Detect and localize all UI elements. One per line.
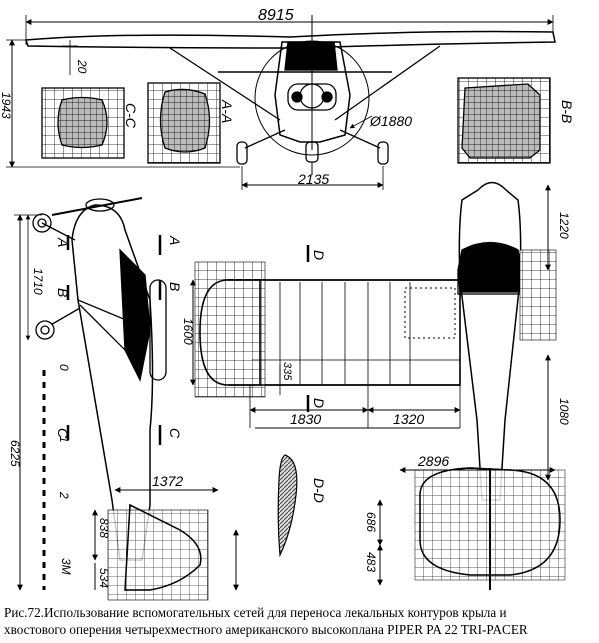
wing-section-mark-top: D xyxy=(311,250,327,260)
dimension-labels: 8915 20 1943 Ø1880 2135 C-C A-A B-B 1710… xyxy=(0,7,575,588)
nose-length-label: 1220 xyxy=(557,212,571,239)
fuselage-length-label: 1080 xyxy=(557,398,571,425)
prop-diameter-label: Ø1880 xyxy=(369,113,412,129)
scale-mark-1: 1 xyxy=(57,436,71,443)
section-a-label: A-A xyxy=(219,99,235,123)
section-mark-a: A xyxy=(167,235,183,245)
section-mark-c-left: C xyxy=(55,428,71,439)
caption-line-1: Рис.72.Использование вспомогательных сет… xyxy=(4,605,507,620)
dihedral-label: 20 xyxy=(75,59,89,74)
figure-caption: Рис.72.Использование вспомогательных сет… xyxy=(4,604,596,638)
scale-mark-0: 0 xyxy=(57,364,71,371)
stab-chord-b-label: 483 xyxy=(364,552,378,572)
side-length-label: 6225 xyxy=(8,440,22,467)
grid-scale-label: 3M xyxy=(59,558,73,575)
stab-chord-a-label: 686 xyxy=(364,512,378,532)
section-b-label: B-B xyxy=(559,100,575,123)
wing-chord-label: 1600 xyxy=(181,318,195,345)
track-label: 2135 xyxy=(297,171,329,187)
stab-span-label: 2896 xyxy=(417,453,449,469)
wing-planform xyxy=(190,245,461,558)
top-view xyxy=(377,181,566,590)
aileron-label: 335 xyxy=(281,362,293,381)
section-cuts xyxy=(41,77,551,164)
front-view xyxy=(6,15,556,190)
three-view-drawing: 8915 20 1943 Ø1880 2135 C-C A-A B-B 1710… xyxy=(0,7,575,601)
section-c-label: C-C xyxy=(123,103,139,129)
section-mark-b-left: B xyxy=(55,288,71,297)
section-mark-b: B xyxy=(167,282,183,291)
tail-height-label: 838 xyxy=(97,518,111,538)
section-mark-c: C xyxy=(167,428,183,439)
tip-chord-label: 1320 xyxy=(393,411,424,427)
tail-low-label: 534 xyxy=(97,568,111,588)
side-height-label: 1710 xyxy=(31,268,45,295)
caption-line-2: хвостового оперения четырехместного амер… xyxy=(4,622,528,637)
root-chord-label: 1830 xyxy=(290,411,321,427)
span-label: 8915 xyxy=(258,7,294,24)
scale-mark-2: 2 xyxy=(57,491,71,499)
stab-offset-label: 1372 xyxy=(152,473,183,489)
wing-section-mark-bottom: D xyxy=(311,398,327,408)
height-label: 1943 xyxy=(0,92,13,119)
side-view xyxy=(14,197,239,601)
airfoil-section-label: D-D xyxy=(311,478,327,503)
section-mark-a-left: A xyxy=(55,237,71,247)
